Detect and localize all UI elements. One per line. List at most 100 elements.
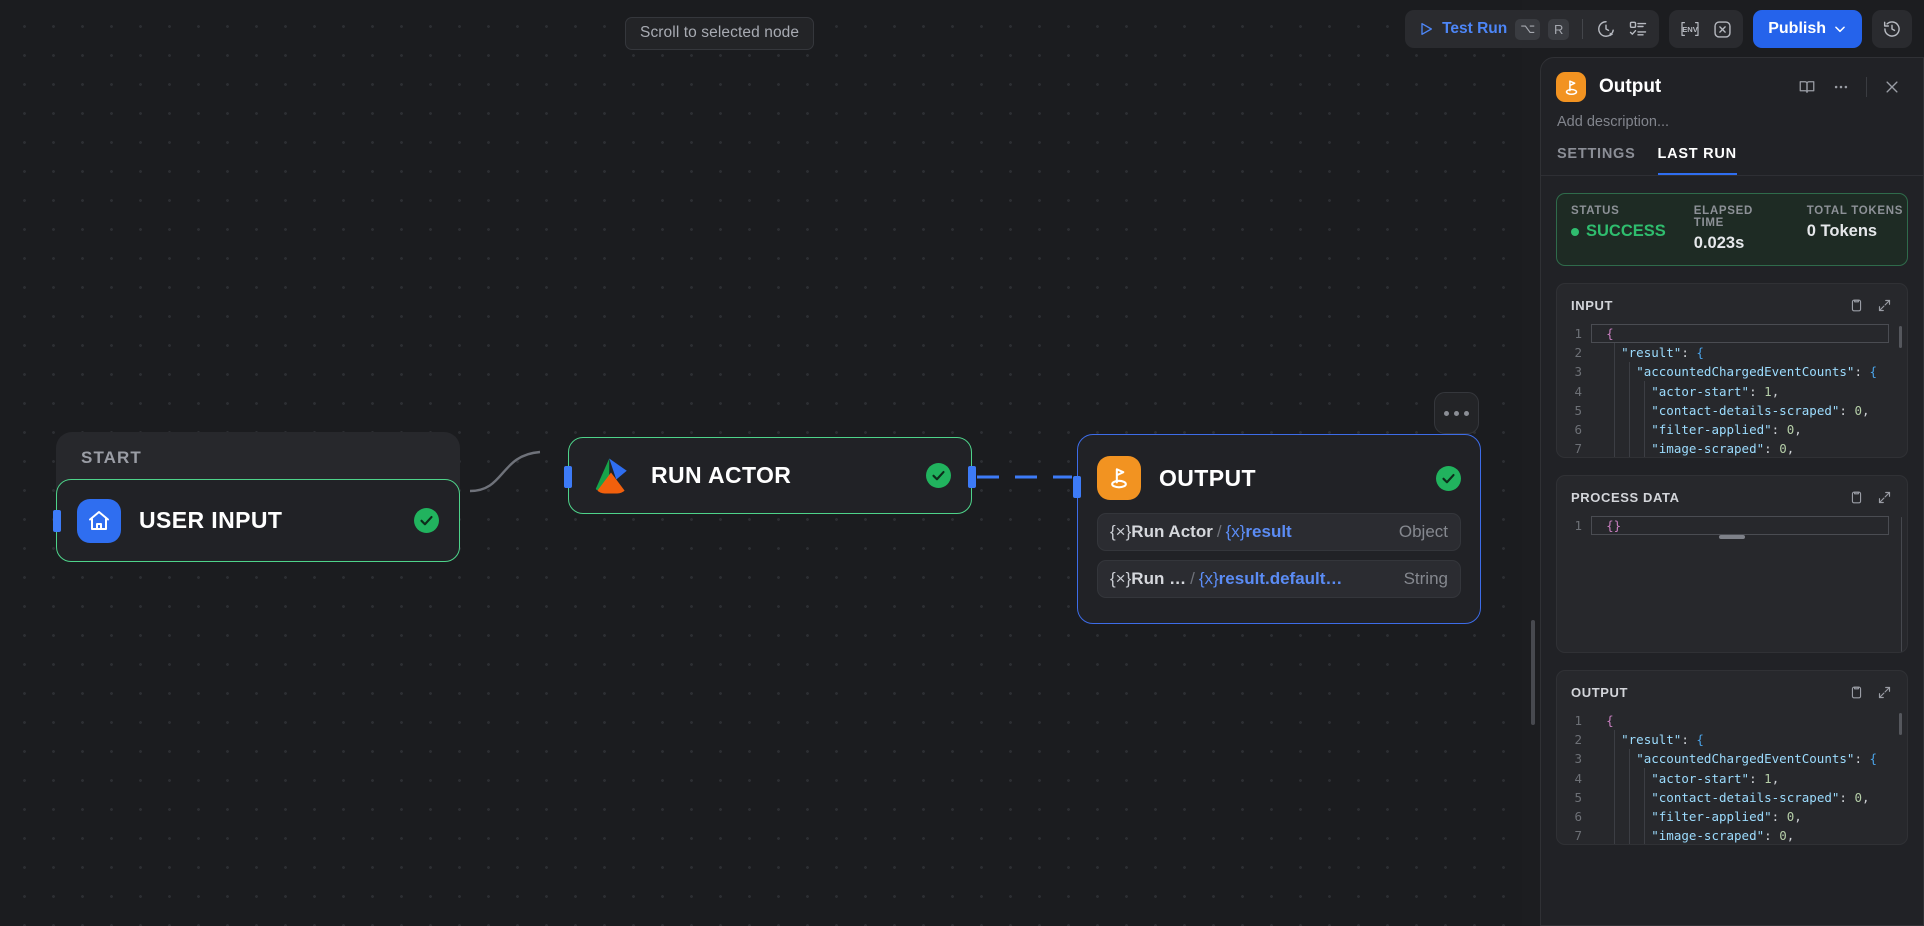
code-scrollbar[interactable] (1899, 326, 1902, 348)
node-user-input[interactable]: USER INPUT (53, 479, 460, 562)
toolbar-divider (1582, 19, 1584, 39)
expand-icon[interactable] (1871, 485, 1897, 509)
line-content: { (1606, 326, 1614, 341)
code-viewer[interactable]: 1 {2 "result": {3 "accountedChargedEvent… (1557, 324, 1907, 457)
code-line: 5 "contact-details-scraped": 0, (1557, 401, 1907, 420)
line-number: 6 (1574, 808, 1582, 824)
resize-handle[interactable] (1719, 535, 1745, 540)
version-history-button[interactable] (1872, 10, 1912, 48)
line-content: "image-scraped": 0, (1651, 441, 1795, 457)
node-title: RUN ACTOR (651, 462, 792, 488)
section-title: OUTPUT (1571, 684, 1629, 700)
line-content: "filter-applied": 0, (1651, 421, 1802, 437)
publish-label: Publish (1768, 20, 1826, 37)
indent-guide (1644, 768, 1645, 844)
code-line: 1 {} (1557, 516, 1907, 535)
node-detail-panel: Output Ad (1522, 0, 1924, 926)
clipboard-icon[interactable] (1843, 485, 1869, 509)
node-run-actor[interactable]: RUN ACTOR (564, 437, 976, 514)
total-tokens-value: 0 Tokens (1806, 222, 1878, 240)
checklist-icon[interactable] (1622, 14, 1654, 44)
panel-tabs: SETTINGS LAST RUN (1541, 130, 1923, 176)
output-row-var: {×}Run Actor (1110, 522, 1213, 541)
line-content: "contact-details-scraped": 0, (1651, 402, 1870, 418)
code-line: 2 "result": { (1557, 730, 1907, 749)
status-label: STATUS (1571, 205, 1620, 217)
line-number: 1 (1574, 713, 1582, 728)
env-icon[interactable]: ENV (1674, 14, 1706, 44)
ellipsis-icon (1834, 85, 1848, 89)
clipboard-icon[interactable] (1843, 293, 1869, 317)
code-line: 7 "image-scraped": 0, (1557, 439, 1907, 457)
book-open-icon[interactable] (1792, 72, 1822, 102)
elapsed-time-value: 0.023s (1693, 234, 1745, 252)
indent-guide (1614, 730, 1615, 844)
tab-settings[interactable]: SETTINGS (1557, 146, 1636, 162)
test-run-group: Test Run ⌥ R (1405, 10, 1660, 48)
ellipsis-icon (1464, 410, 1469, 416)
ellipsis-icon (1454, 410, 1459, 416)
expand-icon[interactable] (1871, 293, 1897, 317)
clipboard-icon[interactable] (1843, 680, 1869, 704)
line-number: 5 (1574, 402, 1582, 418)
code-line: 6 "filter-applied": 0, (1557, 807, 1907, 826)
panel-more-button[interactable] (1826, 72, 1856, 102)
node-group-label: START (81, 448, 142, 467)
code-viewer[interactable]: 1 {} (1557, 516, 1907, 652)
workflow-canvas[interactable]: Scroll to selected node START USER INPUT (0, 0, 1522, 926)
node-port-input[interactable] (564, 466, 572, 488)
node-group-start[interactable]: START USER INPUT (53, 432, 460, 562)
line-content: "image-scraped": 0, (1651, 828, 1795, 844)
line-number: 6 (1574, 421, 1582, 437)
node-port-output[interactable] (53, 510, 61, 532)
output-row-separator: / (1216, 522, 1222, 541)
test-run-label: Test Run (1442, 20, 1508, 37)
output-section: OUTPUT 1 {2 "result" (1556, 670, 1908, 845)
description-placeholder[interactable]: Add description... (1557, 114, 1670, 130)
line-content: "actor-start": 1, (1651, 383, 1780, 399)
code-scrollbar[interactable] (1901, 517, 1902, 652)
output-mapping-row[interactable]: {×}Run … / {x}result.default… String (1097, 560, 1461, 598)
line-number: 4 (1574, 383, 1582, 399)
expand-icon[interactable] (1871, 680, 1897, 704)
indent-guide (1629, 362, 1630, 457)
top-toolbar: Test Run ⌥ R ENV (1405, 10, 1912, 48)
canvas-more-button[interactable] (1434, 392, 1479, 434)
code-line: 1 { (1557, 324, 1907, 343)
variables-x-icon[interactable] (1706, 14, 1738, 44)
node-port-output[interactable] (968, 466, 976, 488)
output-row-separator: / (1190, 569, 1195, 588)
chevron-down-icon (1835, 26, 1845, 33)
scroll-to-selected-node-button[interactable]: Scroll to selected node (625, 17, 815, 50)
line-number: 2 (1574, 345, 1582, 361)
status-badge: SUCCESS (1571, 222, 1666, 241)
check-circle-icon (926, 463, 951, 488)
output-row-path: {x}result.default… (1198, 569, 1343, 588)
tab-last-run[interactable]: LAST RUN (1657, 146, 1737, 175)
panel-scrollbar[interactable] (1531, 620, 1535, 725)
code-viewer[interactable]: 1 {2 "result": {3 "accountedChargedEvent… (1557, 711, 1907, 844)
line-number: 5 (1574, 789, 1582, 805)
test-run-button[interactable]: Test Run ⌥ R (1410, 14, 1575, 44)
golf-flag-icon (1556, 72, 1586, 102)
clock-play-icon[interactable] (1590, 14, 1622, 44)
line-number: 3 (1574, 364, 1582, 380)
shortcut-key: R (1548, 18, 1570, 40)
publish-button[interactable]: Publish (1753, 10, 1862, 48)
line-content: "filter-applied": 0, (1651, 808, 1802, 824)
env-group: ENV (1669, 10, 1744, 48)
output-mapping-row[interactable]: {×}Run Actor / {x}result Object (1097, 513, 1461, 551)
code-scrollbar[interactable] (1899, 713, 1902, 735)
node-port-input[interactable] (1073, 476, 1081, 498)
output-row-var: {×}Run … (1110, 569, 1187, 588)
line-content: { (1606, 713, 1614, 728)
code-line: 4 "actor-start": 1, (1557, 382, 1907, 401)
history-revert-icon (1883, 21, 1900, 37)
ellipsis-icon (1444, 410, 1449, 416)
close-icon[interactable] (1877, 72, 1907, 102)
output-row-type: String (1403, 569, 1448, 588)
line-number: 7 (1574, 828, 1582, 844)
line-content: {} (1606, 518, 1622, 533)
node-output[interactable]: OUTPUT {×}Run Actor / {x}result Object {… (1073, 434, 1481, 624)
code-line: 7 "image-scraped": 0, (1557, 826, 1907, 844)
